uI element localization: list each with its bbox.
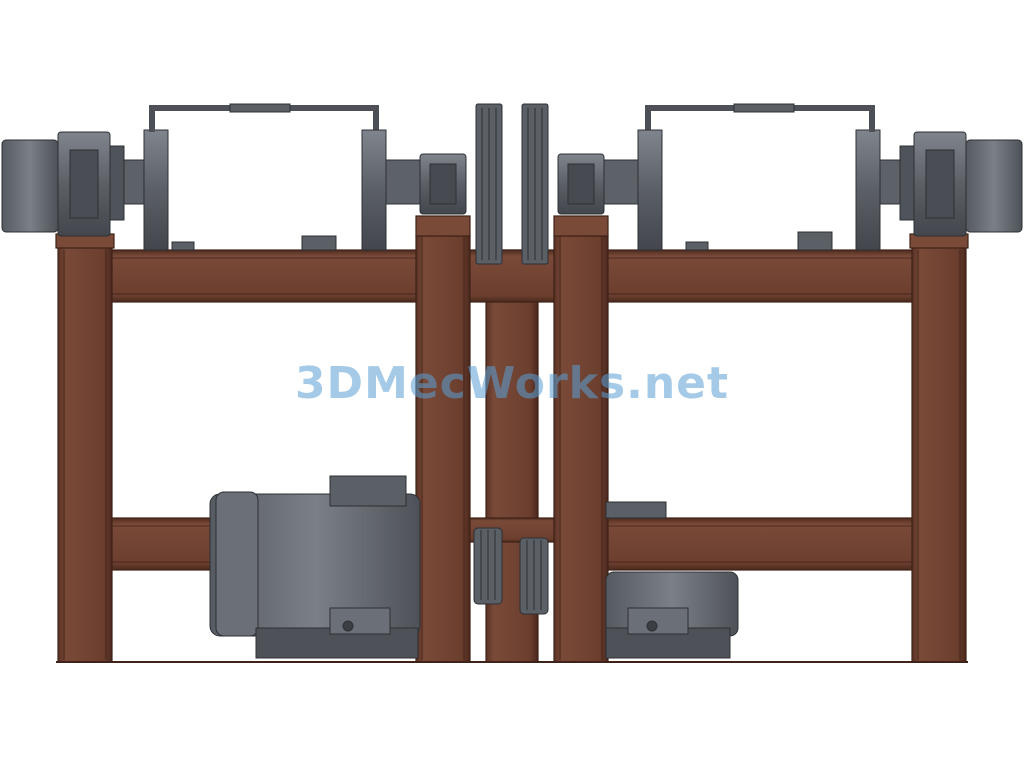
frame-edges (63, 236, 961, 660)
left-top-coupling (109, 145, 125, 221)
terminal-box-right (605, 501, 667, 519)
frame-leg-inner-left (415, 235, 471, 663)
frame-cap-inner-left (415, 215, 471, 237)
frame-top-rail-left (111, 249, 417, 303)
left-top-assembly (1, 103, 467, 251)
frame-leg-inner-right (553, 235, 609, 663)
frame-cap-inner-right (553, 215, 609, 237)
left-top-motor (1, 139, 59, 233)
frame-leg-right (911, 235, 967, 663)
lower-pulleys (473, 527, 549, 615)
upper-pulleys (475, 103, 549, 265)
frame-leg-left (57, 235, 113, 663)
left-bearing-block-1 (143, 129, 169, 251)
bottom-motor-right (605, 501, 739, 659)
right-top-motor (965, 139, 1023, 233)
bottom-motor-left (209, 475, 421, 659)
left-bearing-block-2 (361, 129, 387, 251)
frame-top-rail-right (607, 249, 913, 303)
right-top-coupling (899, 145, 915, 221)
right-bearing-block-1 (855, 129, 881, 251)
frame-lower-rail-right (607, 517, 913, 571)
frame (55, 215, 969, 663)
terminal-box-left (329, 475, 407, 507)
right-bearing-block-2 (637, 129, 663, 251)
right-top-assembly (557, 103, 1023, 251)
